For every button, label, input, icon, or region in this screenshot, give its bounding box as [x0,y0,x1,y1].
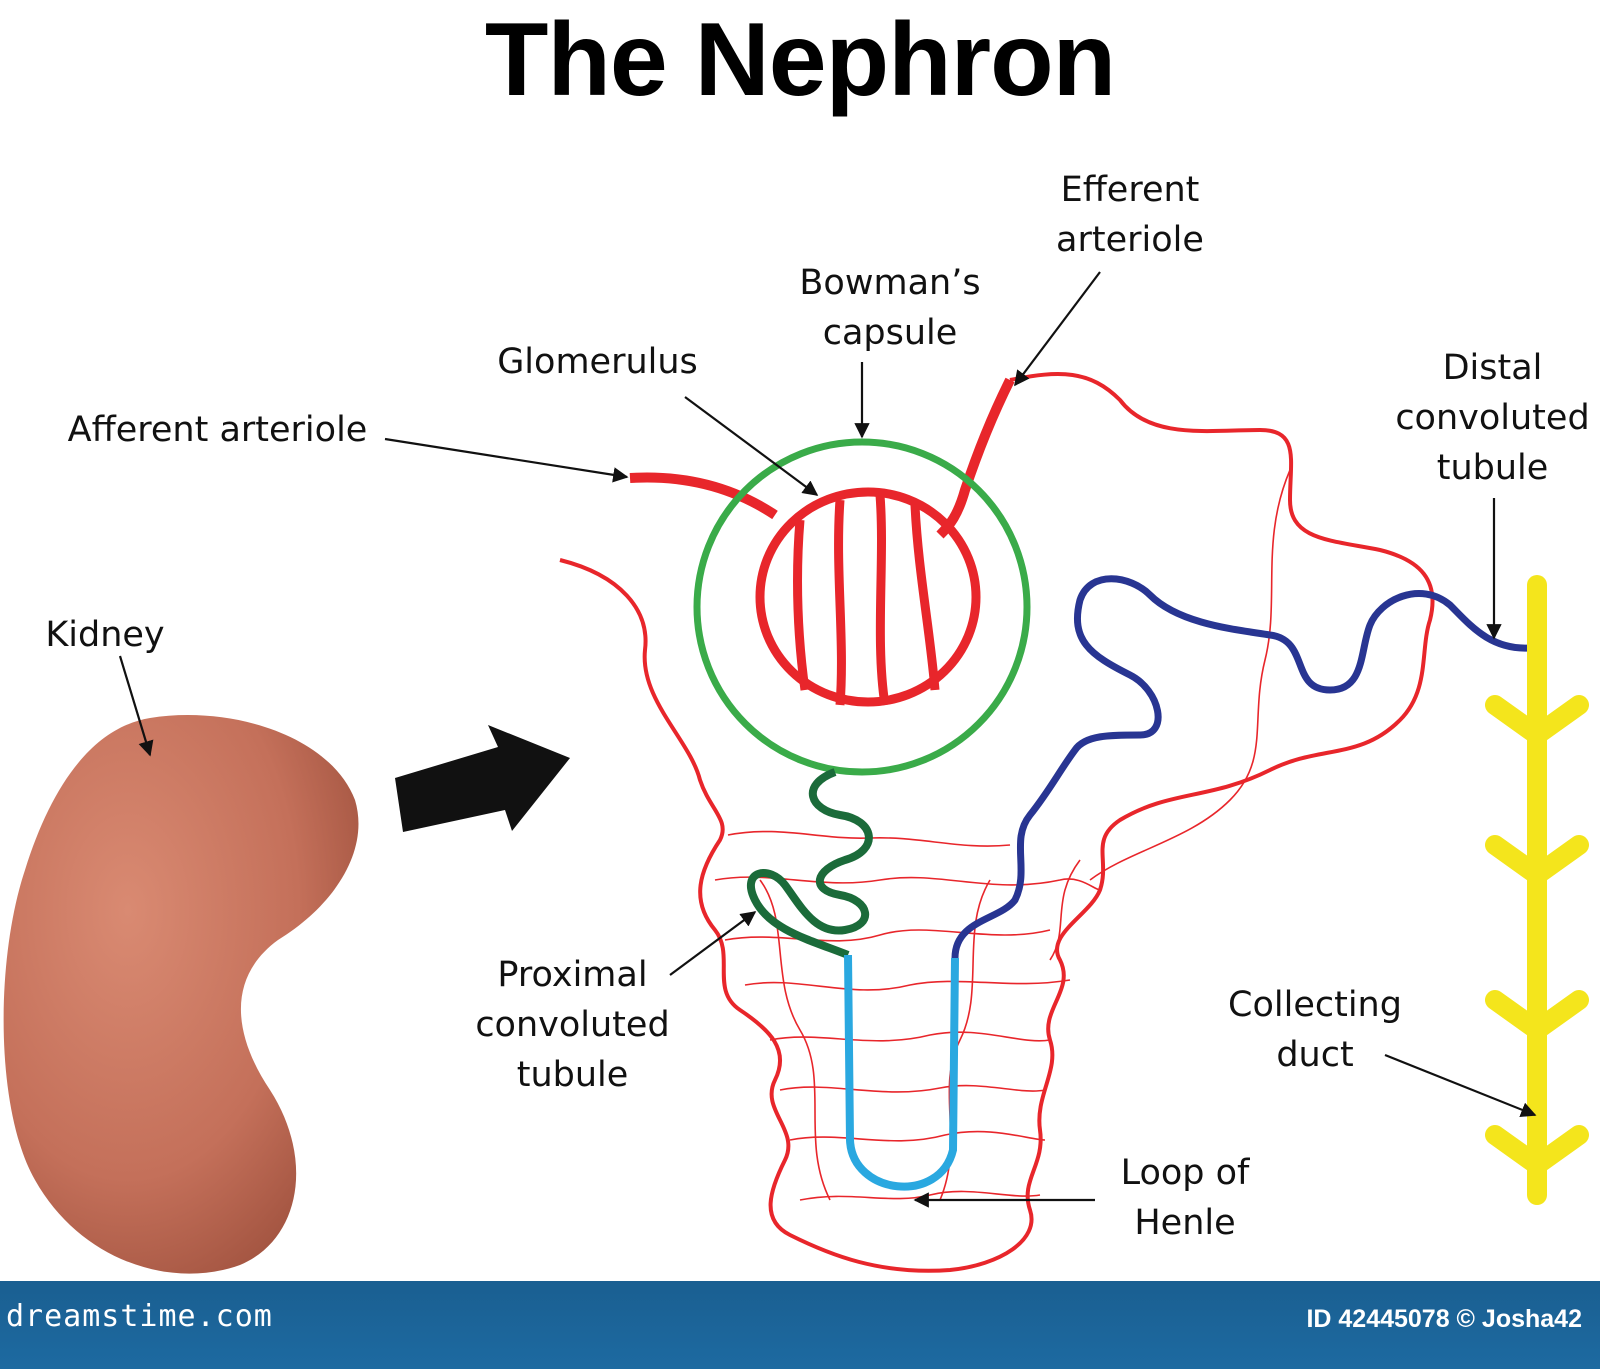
arrow-collecting [1384,1053,1537,1118]
label-efferent-arteriole: Efferent arteriole [1056,170,1204,260]
big-arrow-icon [395,725,570,832]
arrow-kidney [118,655,154,757]
pointer-arrows [118,271,1537,1208]
arrow-efferent [1014,271,1101,387]
label-loop-of-henle: Loop of Henle [1120,1153,1250,1243]
afferent-arteriole [629,472,778,520]
label-kidney: Kidney [45,615,165,655]
arrow-proximal [669,911,757,976]
kidney-shape [3,715,359,1274]
footer-bar: dreamstime.com ID 42445078 © Josha42 [0,1281,1600,1369]
vessel-loop [559,372,1435,1273]
footer-image-id: ID 42445078 © Josha42 [1306,1305,1582,1333]
distal-convoluted-tubule [951,575,1531,959]
label-glomerulus: Glomerulus [497,342,698,382]
arrow-glomerulus [684,396,819,496]
label-proximal-convoluted-tubule: Proximal convoluted tubule [475,955,670,1095]
glomerulus [755,487,981,707]
label-distal-convoluted-tubule: Distal convoluted tubule [1395,348,1590,488]
label-bowmans-capsule: Bowman’s capsule [799,263,981,353]
proximal-convoluted-tubule [746,768,873,959]
label-collecting-duct: Collecting duct [1228,985,1402,1075]
loop-of-henle [844,954,959,1191]
arrow-afferent [384,437,629,483]
bowmans-capsule [693,438,1031,776]
label-afferent-arteriole: Afferent arteriole [67,410,368,450]
collecting-duct [1485,575,1589,1205]
footer-logo[interactable]: dreamstime.com [6,1299,273,1334]
page-title: The Nephron [484,2,1116,118]
